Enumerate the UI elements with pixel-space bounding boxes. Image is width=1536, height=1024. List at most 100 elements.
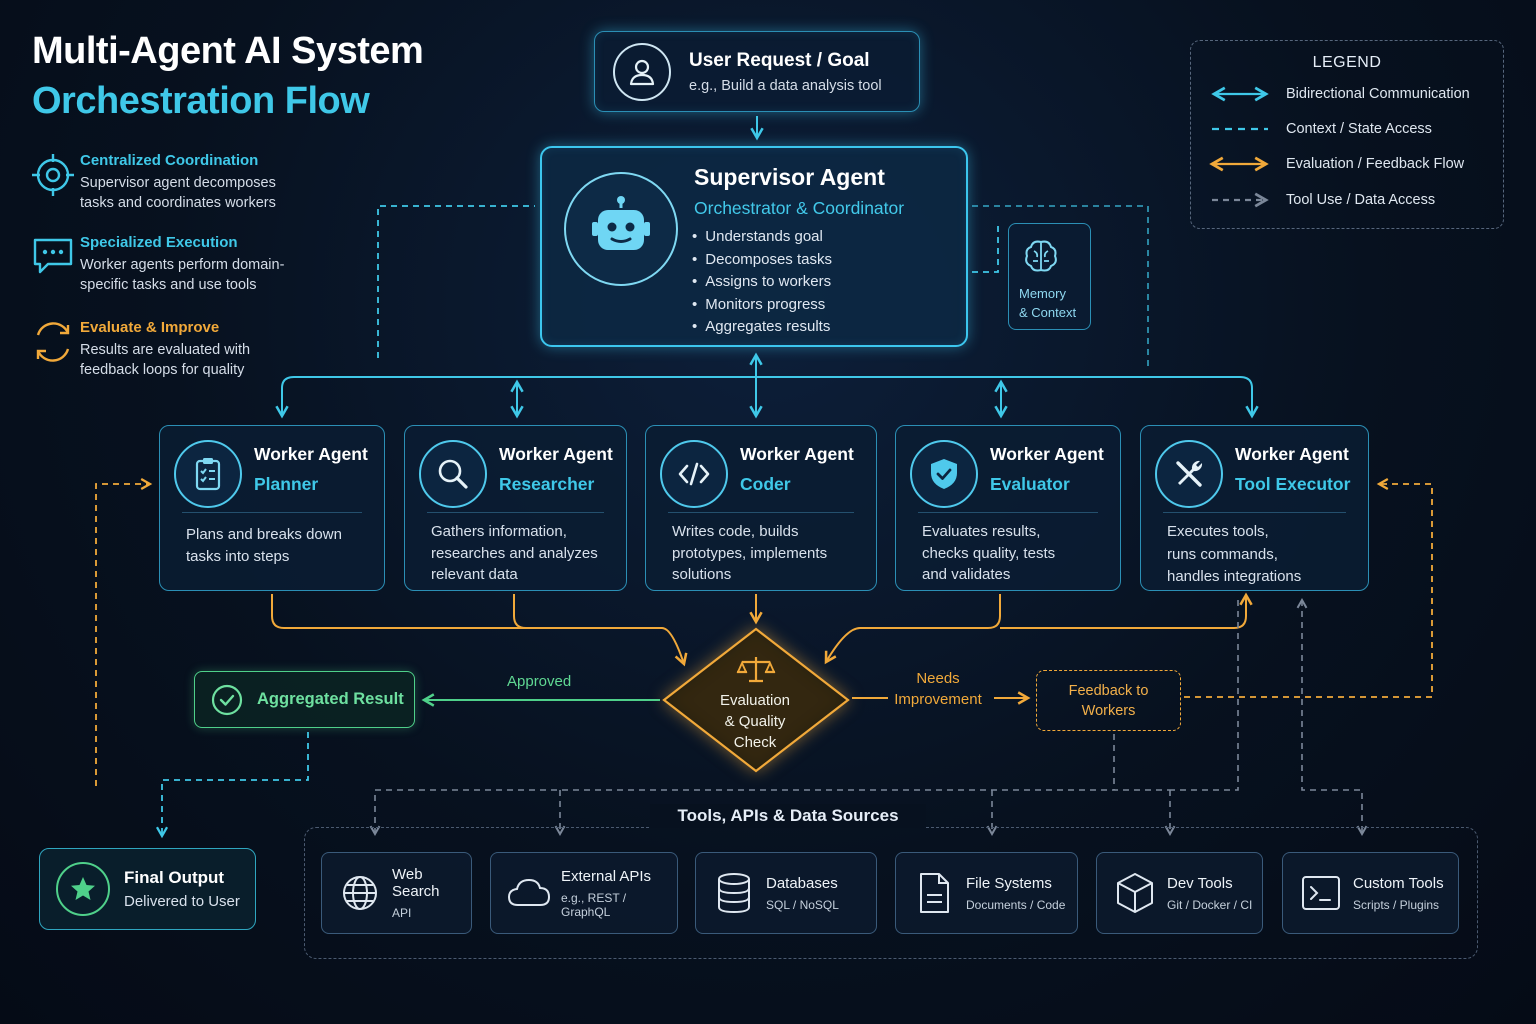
worker-desc-line: solutions [672,566,732,583]
brain-icon [1021,236,1061,281]
tool-databases[interactable]: Databases SQL / NoSQL [695,852,877,934]
toolexec-to-tools-b [1296,597,1368,837]
divider [918,512,1098,513]
tools-header: Tools, APIs & Data Sources [650,804,926,828]
supervisor-agent-node[interactable]: Supervisor Agent Orchestrator & Coordina… [540,146,968,347]
tool-external-apis[interactable]: External APIs e.g., REST / GraphQL [490,852,678,934]
feature-desc-line: Supervisor agent decomposes [80,175,276,191]
aggregated-to-final [155,732,309,839]
star-icon [56,862,110,916]
context-left-dashed [377,205,535,358]
terminal-icon [1297,874,1345,912]
worker-agent-planner[interactable]: Worker Agent Planner Plans and breaks do… [159,425,385,591]
toolexec-to-tools-a [1170,600,1239,791]
evaluation-diamond [662,627,850,773]
clipboard-checklist-icon [174,440,242,508]
feature-title: Specialized Execution [80,234,238,251]
database-icon [710,871,758,915]
feature-desc-line: feedback loops for quality [80,362,245,378]
feedback-label-line: Feedback to [1068,682,1149,699]
supervisor-subtitle: Orchestrator & Coordinator [694,198,905,218]
memory-link-dashed [972,222,999,273]
aggregated-result-label: Aggregated Result [257,690,404,708]
worker-desc-line: checks quality, tests [922,544,1056,562]
worker-role: Planner [254,474,319,494]
list-item: Assigns to workers [692,271,832,294]
worker-desc-line: and validates [922,566,1011,583]
feature-desc-line: Worker agents perform domain- [80,257,285,273]
tool-desc: Documents / Code [966,897,1066,912]
code-brackets-icon [660,440,728,508]
worker-desc-line: handles integrations [1167,568,1302,585]
legend-item-label: Tool Use / Data Access [1286,192,1436,208]
target-icon [30,152,80,213]
aggregated-result-node[interactable]: Aggregated Result [194,671,415,728]
legend: LEGEND Bidirectional Communication Conte… [1190,40,1504,229]
legend-item-label: Context / State Access [1286,121,1432,137]
feedback-to-toolexec [1000,592,1253,629]
tool-title: Custom Tools [1353,874,1444,892]
feature-desc-line: specific tasks and use tools [80,277,257,293]
feedback-label-line: Workers [1081,702,1136,719]
tool-title: Databases [766,874,838,892]
supervisor-title: Supervisor Agent [694,164,885,190]
divider [1163,512,1346,513]
final-output-node[interactable]: Final Output Delivered to User [39,848,256,930]
tool-title: File Systems [966,874,1052,892]
worker-agent-researcher[interactable]: Worker Agent Researcher Gathers informat… [404,425,627,591]
user-request-title: User Request / Goal [689,49,870,71]
worker-desc-line: runs commands, [1167,545,1278,563]
worker-agent-tool-executor[interactable]: Worker Agent Tool Executor Executes tool… [1140,425,1369,591]
check-circle-icon [211,684,243,716]
worker-desc-line: Gathers information, [431,523,567,540]
supervisor-responsibilities: Understands goal Decomposes tasks Assign… [692,226,832,339]
page-subtitle: Orchestration Flow [32,80,370,122]
feature-title: Evaluate & Improve [80,319,220,336]
worker-title: Worker Agent [990,444,1104,464]
tool-file-systems[interactable]: File Systems Documents / Code [895,852,1078,934]
planner-to-eval [271,594,688,667]
memory-context-node[interactable]: Memory & Context [1008,223,1091,330]
evaluator-to-eval [824,594,1001,665]
evaluation-quality-check[interactable]: Evaluation & Quality Check [694,690,816,753]
divider [427,512,604,513]
legend-item-label: Bidirectional Communication [1286,86,1470,102]
magnifier-icon [419,440,487,508]
researcher-to-eval-join [513,594,527,629]
legend-item-label: Evaluation / Feedback Flow [1286,156,1465,172]
feedback-loop-left [95,477,153,786]
feature-specialized-execution: Specialized Execution Worker agents perf… [30,234,330,295]
tool-web-search[interactable]: Web Search API [321,852,472,934]
worker-title: Worker Agent [1235,444,1349,464]
eval-label-line: & Quality [724,713,786,730]
cloud-icon [505,875,553,911]
tool-bus [369,789,1170,837]
globe-icon [336,873,384,913]
feedback-to-workers-node[interactable]: Feedback to Workers [1036,670,1181,731]
worker-agent-coder[interactable]: Worker Agent Coder Writes code, builds p… [645,425,877,591]
tool-dev-tools[interactable]: Dev Tools Git / Docker / CI [1096,852,1263,934]
divider [182,512,362,513]
worker-agent-evaluator[interactable]: Worker Agent Evaluator Evaluates results… [895,425,1121,591]
worker-role: Coder [740,474,791,494]
worker-desc-line: Plans and breaks down [186,526,342,543]
list-item: Aggregates results [692,316,832,339]
tool-desc: API [392,906,412,920]
final-output-subtitle: Delivered to User [124,893,240,910]
user-request-node[interactable]: User Request / Goal e.g., Build a data a… [594,31,920,112]
page-title: Multi-Agent AI System [32,30,424,72]
worker-bus-line [275,376,1259,419]
list-item: Monitors progress [692,294,832,317]
wrench-screwdriver-icon [1155,440,1223,508]
worker-title: Worker Agent [499,444,613,464]
divider [668,512,854,513]
tool-desc: Scripts / Plugins [1353,897,1440,912]
tool-desc: Git / Docker / CI [1167,897,1253,912]
worker-desc-line: Evaluates results, [922,523,1041,540]
worker-desc-line: researches and analyzes [431,544,598,562]
worker-desc-line: relevant data [431,566,518,583]
tool-custom-tools[interactable]: Custom Tools Scripts / Plugins [1282,852,1459,934]
worker-desc-line: Writes code, builds [672,523,799,540]
tool-desc: SQL / NoSQL [766,897,839,912]
